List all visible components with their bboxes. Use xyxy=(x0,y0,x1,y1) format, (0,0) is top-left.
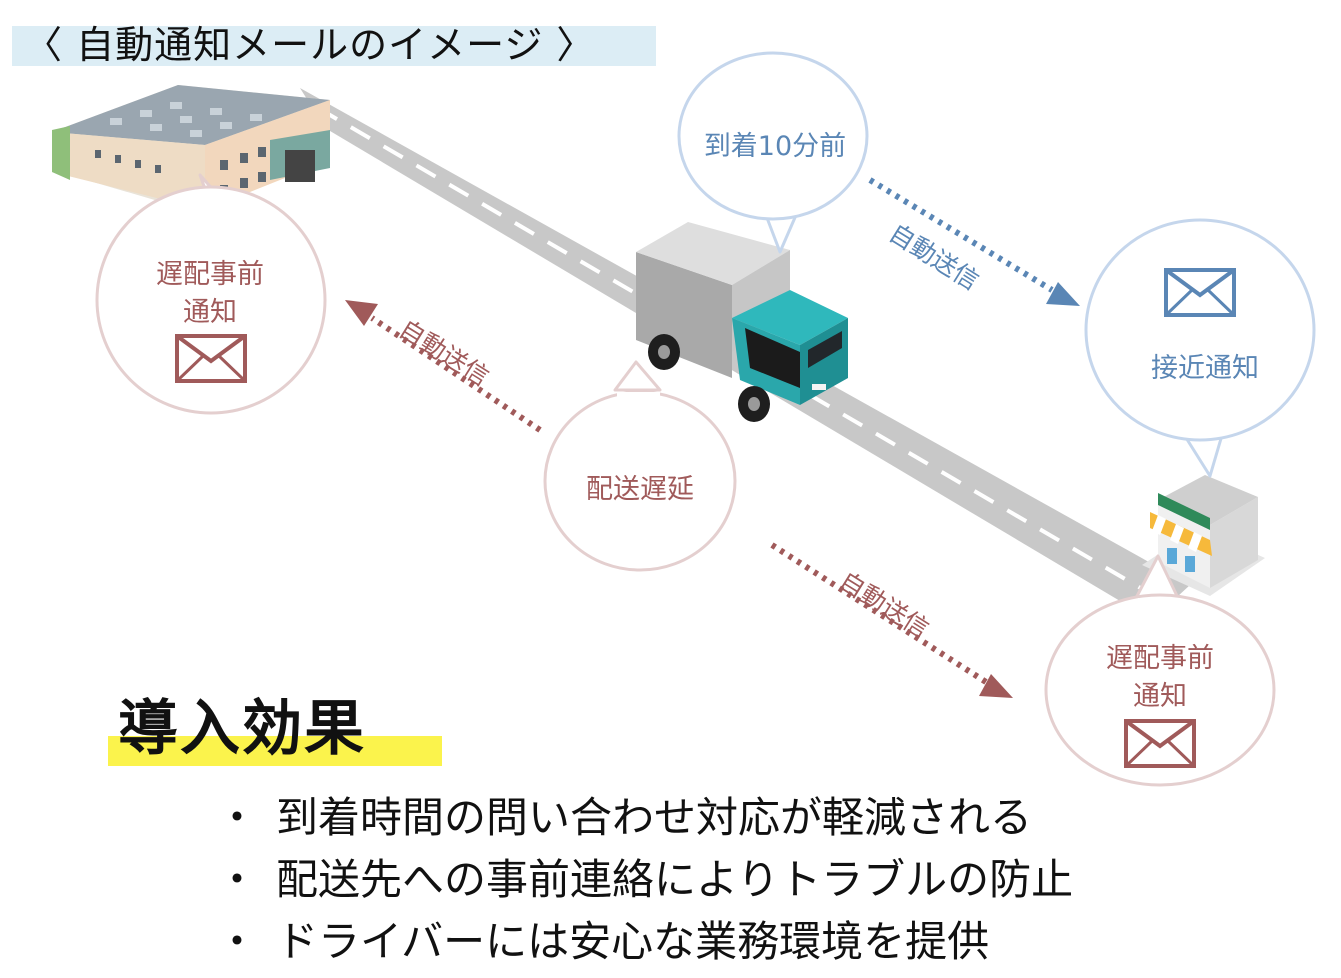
bubble-label: 遅配事前 xyxy=(1106,643,1214,674)
envelope-icon xyxy=(175,334,247,383)
page-title: 〈 自動通知メールのイメージ 〉 xyxy=(24,23,596,67)
bullet: ・ xyxy=(216,855,259,904)
bubble-label: 遅配事前 xyxy=(156,259,264,290)
bubble-approach xyxy=(1084,218,1316,478)
arrow-to-shop-blue xyxy=(868,177,1080,306)
effect-text: ドライバーには安心な業務環境を提供 xyxy=(276,917,990,966)
envelope-icon xyxy=(1124,719,1196,768)
bubble-shop-delay xyxy=(1044,554,1276,787)
title-band xyxy=(12,26,656,66)
arrow-to-warehouse xyxy=(345,300,542,433)
effect-text: 配送先への事前連絡によりトラブルの防止 xyxy=(276,855,1074,904)
bubble-label: 通知 xyxy=(1133,681,1187,712)
heading-highlight xyxy=(108,736,442,766)
bubble-label: 接近通知 xyxy=(1151,353,1259,384)
warehouse-icon xyxy=(52,85,330,210)
bubble-label: 配送遅延 xyxy=(586,474,694,505)
bubble-arrival xyxy=(677,51,869,254)
effect-text: 到着時間の問い合わせ対応が軽減される xyxy=(276,793,1033,842)
bubble-label: 到着10分前 xyxy=(703,131,847,162)
shop-icon xyxy=(1142,475,1265,596)
effect-list-item: ・ ドライバーには安心な業務環境を提供 xyxy=(210,908,989,969)
effect-list-item: ・ 到着時間の問い合わせ対応が軽減される xyxy=(210,784,1032,845)
arrow-to-shop-red xyxy=(770,542,1013,698)
bubble-warehouse-delay xyxy=(95,173,327,415)
envelope-icon xyxy=(1164,268,1236,317)
truck-icon xyxy=(636,222,848,422)
bullet: ・ xyxy=(216,793,259,842)
bullet: ・ xyxy=(216,917,259,966)
effect-list-item: ・ 配送先への事前連絡によりトラブルの防止 xyxy=(210,846,1073,907)
bubble-delivery-delay xyxy=(543,360,737,572)
bubble-label: 通知 xyxy=(183,297,237,328)
effects-heading: 導入効果 xyxy=(118,694,366,764)
